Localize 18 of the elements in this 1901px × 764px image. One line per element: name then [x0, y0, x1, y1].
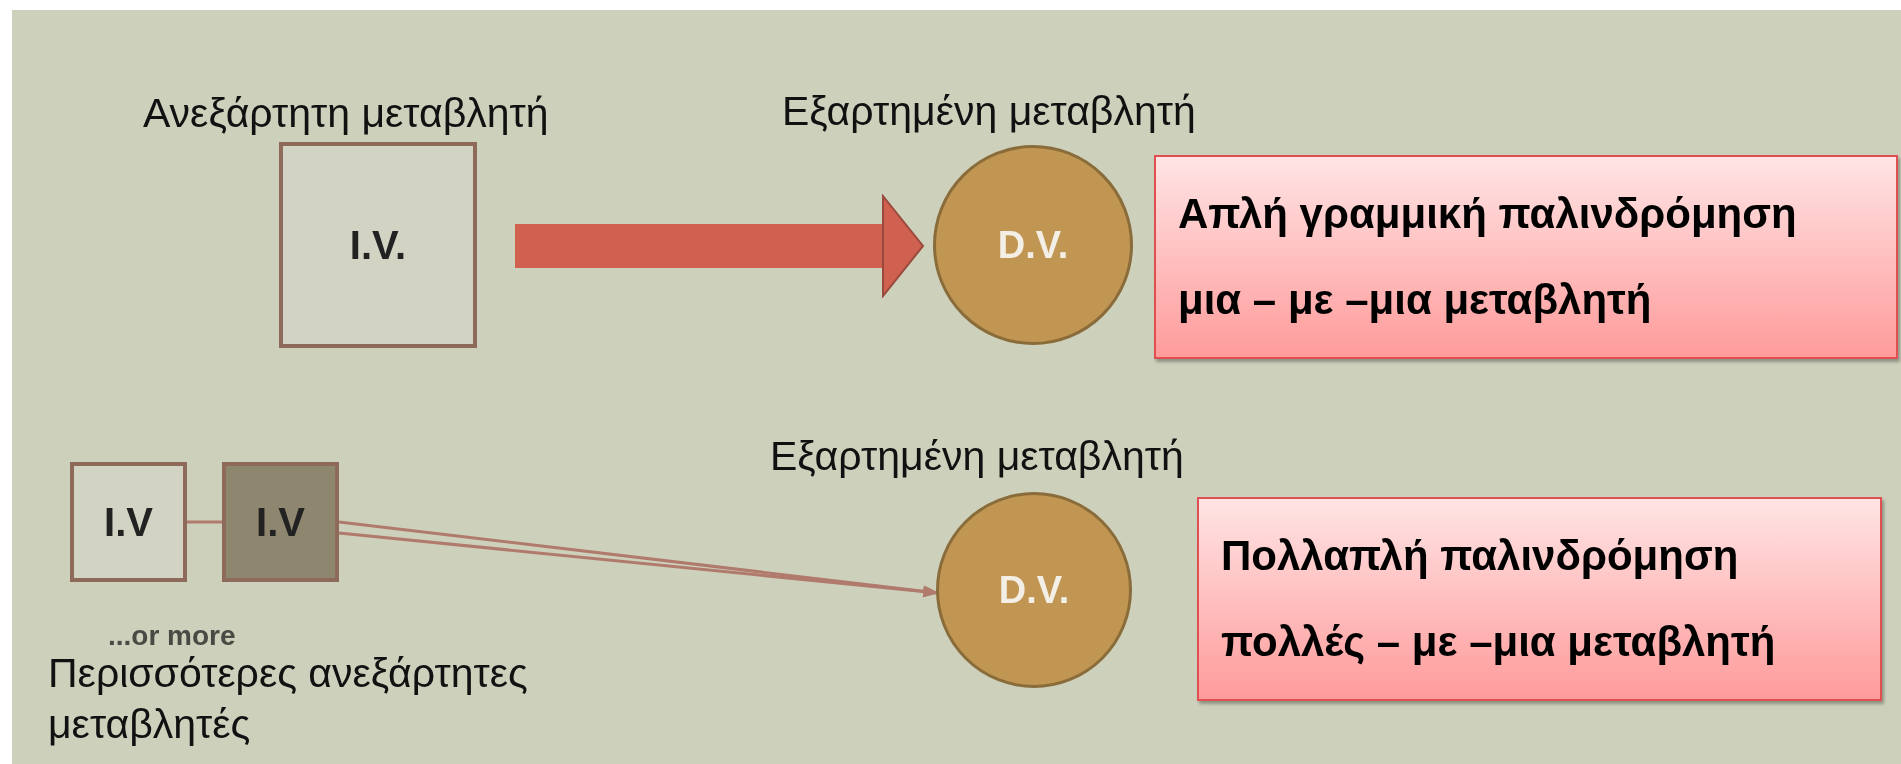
arrow [515, 195, 924, 297]
text-box [1154, 155, 1898, 359]
node-text: πολλές – με –μια μεταβλητή [1221, 618, 1776, 666]
square-node [279, 142, 477, 348]
node-text: I.V [104, 499, 153, 545]
text-box [1197, 497, 1882, 701]
square-node [70, 462, 187, 582]
node-text: Πολλαπλή παλινδρόμηση [1221, 532, 1739, 580]
node-text: I.V [256, 499, 305, 545]
node-caption: Ανεξάρτητη μεταβλητή [143, 90, 549, 137]
node-text: I.V. [349, 222, 407, 268]
node-caption: Εξαρτημένη μεταβλητή [770, 433, 1184, 480]
node-text: μια – με –μια μεταβλητή [1178, 276, 1652, 324]
node-caption: Εξαρτημένη μεταβλητή [782, 88, 1196, 135]
node-text: Απλή γραμμική παλινδρόμηση [1178, 190, 1797, 238]
square-node [222, 462, 339, 582]
node-text: D.V. [998, 568, 1070, 612]
node-text: D.V. [997, 223, 1069, 267]
